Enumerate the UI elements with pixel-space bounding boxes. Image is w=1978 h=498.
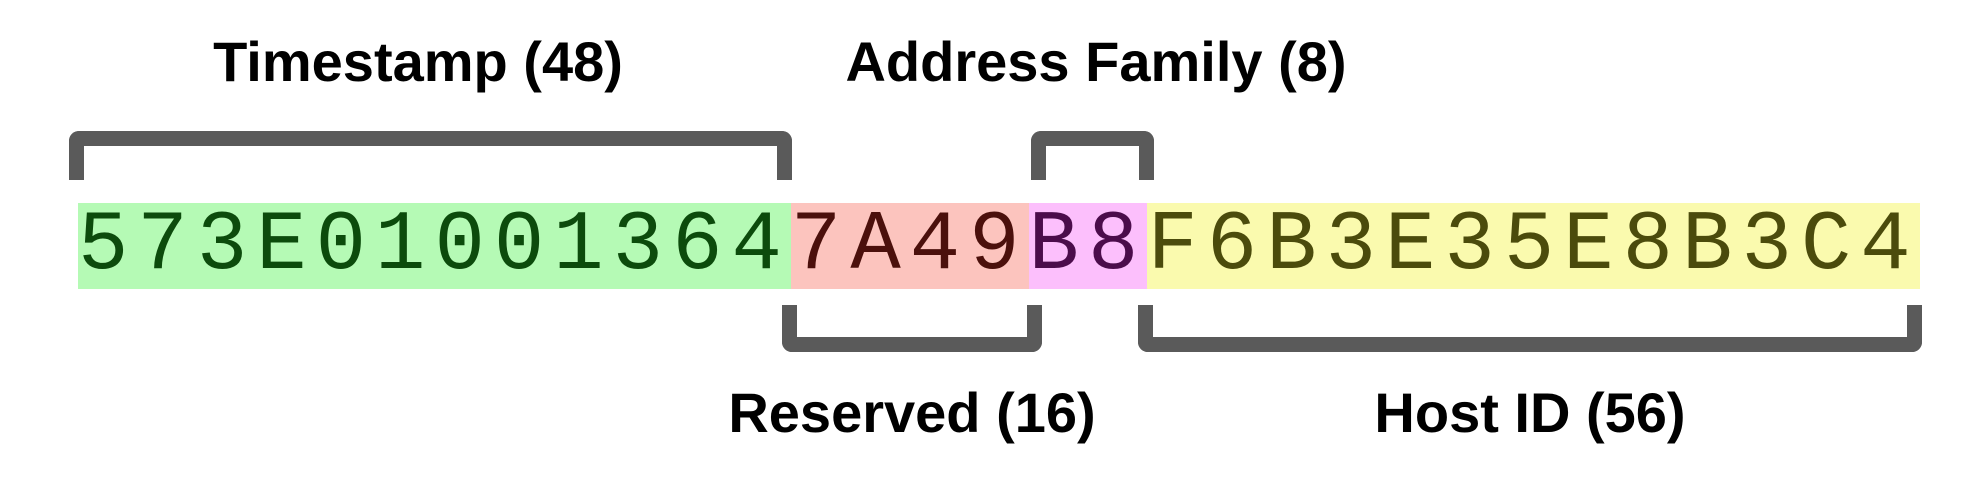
address-family-bracket	[1031, 131, 1154, 180]
reserved-bracket	[782, 305, 1042, 352]
host-id-bracket	[1138, 305, 1922, 352]
hex-segment-reserved: 7A49	[790, 199, 1029, 294]
timestamp-bracket	[69, 131, 792, 180]
hex-string-row: 573E01001364 7A49 B8 F6B3E35E8B3C4	[78, 199, 1920, 294]
timestamp-label: Timestamp (48)	[213, 30, 623, 93]
hex-segment-host-id: F6B3E35E8B3C4	[1147, 199, 1920, 294]
address-family-label: Address Family (8)	[845, 30, 1347, 93]
hex-segment-timestamp: 573E01001364	[78, 199, 791, 294]
reserved-label: Reserved (16)	[728, 381, 1096, 444]
hex-segment-address-family: B8	[1028, 199, 1148, 294]
host-id-label: Host ID (56)	[1374, 381, 1686, 444]
